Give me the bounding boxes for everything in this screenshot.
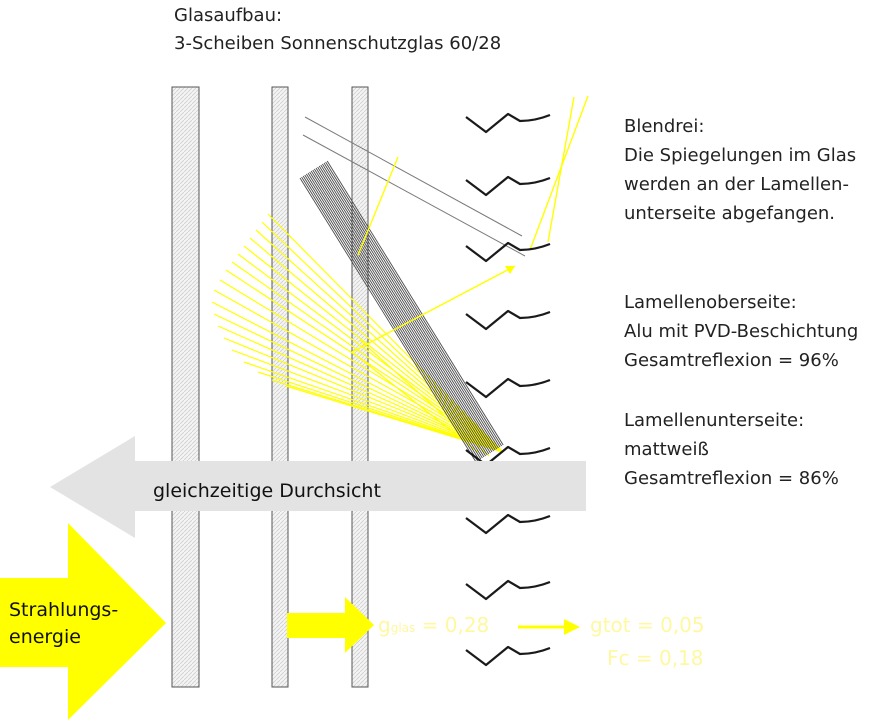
glass-panes <box>171 86 369 688</box>
glass-pane-middle <box>271 86 289 688</box>
louver-slat <box>465 112 551 134</box>
fan-ray <box>231 261 504 453</box>
beam-line <box>304 174 482 460</box>
fan-ray <box>267 213 504 453</box>
beam-line <box>301 176 478 462</box>
beam-line <box>312 169 490 455</box>
louver-slat <box>465 513 551 535</box>
fan-ray <box>237 253 504 453</box>
g-symbol: g <box>378 613 391 637</box>
fan-ray <box>213 313 504 453</box>
g-subscript: glas <box>390 621 416 635</box>
gtot-arrow <box>518 619 580 635</box>
fan-ray <box>255 229 504 453</box>
note-bottom-surface-title: Lamellenunterseite: <box>624 410 805 431</box>
glass-structure-title: Glasaufbau: <box>174 5 283 26</box>
fan-ray <box>285 385 504 453</box>
fan-ray <box>351 351 479 453</box>
beam-line <box>322 163 499 449</box>
note-glare-line2: werden an der Lamellen- <box>624 174 849 195</box>
fan-ray <box>225 269 504 453</box>
fan-ray <box>217 325 504 453</box>
note-glare-title: Blendrei: <box>624 116 705 137</box>
louver-slat <box>465 241 551 263</box>
beam-line <box>320 164 498 450</box>
fan-ray <box>261 221 504 453</box>
fan-ray <box>219 279 504 453</box>
louver-slats <box>465 112 551 667</box>
louver-slat <box>465 645 551 667</box>
beam-line <box>299 177 477 463</box>
gtot-value: gtot = 0,05 <box>590 613 705 637</box>
beam-line <box>309 171 486 457</box>
beam-line <box>323 162 501 448</box>
beam-line <box>318 165 496 451</box>
fan-ray <box>359 339 490 457</box>
view-label: gleichzeitige Durchsicht <box>153 480 381 502</box>
note-glare-line3: unterseite abgefangen. <box>624 203 836 224</box>
transmitted-beam <box>299 160 504 463</box>
g-number: = 0,28 <box>415 613 490 637</box>
beam-line <box>310 170 488 456</box>
louver-slat <box>465 445 551 467</box>
beam-line <box>315 167 493 453</box>
note-top-surface-title: Lamellenoberseite: <box>624 292 797 313</box>
louver-slat <box>465 175 551 197</box>
glass-pane-outer <box>171 86 200 688</box>
beam-line <box>325 161 502 447</box>
fan-ray <box>231 349 504 453</box>
deflected-rays <box>351 95 589 353</box>
beam-line <box>326 160 504 446</box>
note-bottom-surface-line2: Gesamtreflexion = 86% <box>624 468 839 489</box>
louver-slat <box>465 309 551 331</box>
radiation-label-line1: Strahlungs- <box>9 599 119 621</box>
mirror-reflection-lines <box>302 116 526 257</box>
note-glare-line1: Die Spiegelungen im Glas <box>624 145 857 166</box>
note-top-surface-line2: Gesamtreflexion = 96% <box>624 350 839 371</box>
beam-line <box>302 175 480 461</box>
beam-line <box>317 166 494 452</box>
fc-value: Fc = 0,18 <box>607 646 704 670</box>
beam-line <box>307 172 485 458</box>
radiation-arrow <box>0 523 166 720</box>
fan-ray <box>223 337 504 453</box>
louver-slat <box>465 377 551 399</box>
beam-line <box>306 173 483 459</box>
beam-line <box>314 168 491 454</box>
radiation-label-line2: energie <box>9 626 81 648</box>
glass-structure-spec: 3-Scheiben Sonnenschutzglas 60/28 <box>174 33 502 54</box>
g-glass-value: gglas = 0,28 <box>378 613 489 637</box>
note-bottom-surface-line1: mattweiß <box>624 439 709 460</box>
louver-slat <box>465 579 551 601</box>
g-glass-arrow <box>287 597 374 653</box>
view-arrow <box>50 436 586 538</box>
note-top-surface-line1: Alu mit PVD-Beschichtung <box>624 321 859 342</box>
